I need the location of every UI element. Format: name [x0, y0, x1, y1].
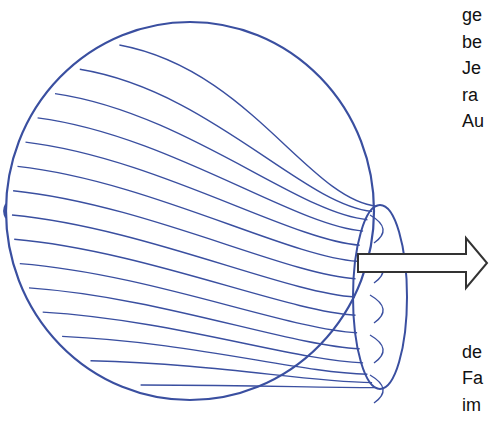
text-fragment: ra [462, 86, 478, 104]
field-line [14, 239, 355, 315]
text-fragment: im [462, 396, 481, 414]
field-line [26, 142, 360, 245]
text-fragment: Au [462, 112, 484, 130]
field-line [13, 191, 355, 279]
sphere-outline [6, 22, 374, 400]
field-line [20, 264, 357, 333]
text-fragment: ge [462, 6, 482, 24]
text-fragment: Fa [462, 369, 483, 387]
field-line [29, 288, 360, 349]
field-line [91, 361, 373, 383]
field-curl [370, 335, 383, 363]
text-fragment: Je [462, 59, 481, 77]
text-fragment: de [462, 343, 482, 361]
field-line [119, 45, 377, 206]
field-line [80, 69, 372, 211]
field-lines [12, 45, 383, 403]
opening-ellipse [353, 205, 407, 389]
text-fragment: be [462, 33, 482, 51]
hollow-arrow [358, 238, 487, 288]
field-line [55, 94, 367, 220]
pole-bump [4, 204, 6, 218]
field-line [12, 215, 355, 297]
field-curl [370, 295, 383, 323]
